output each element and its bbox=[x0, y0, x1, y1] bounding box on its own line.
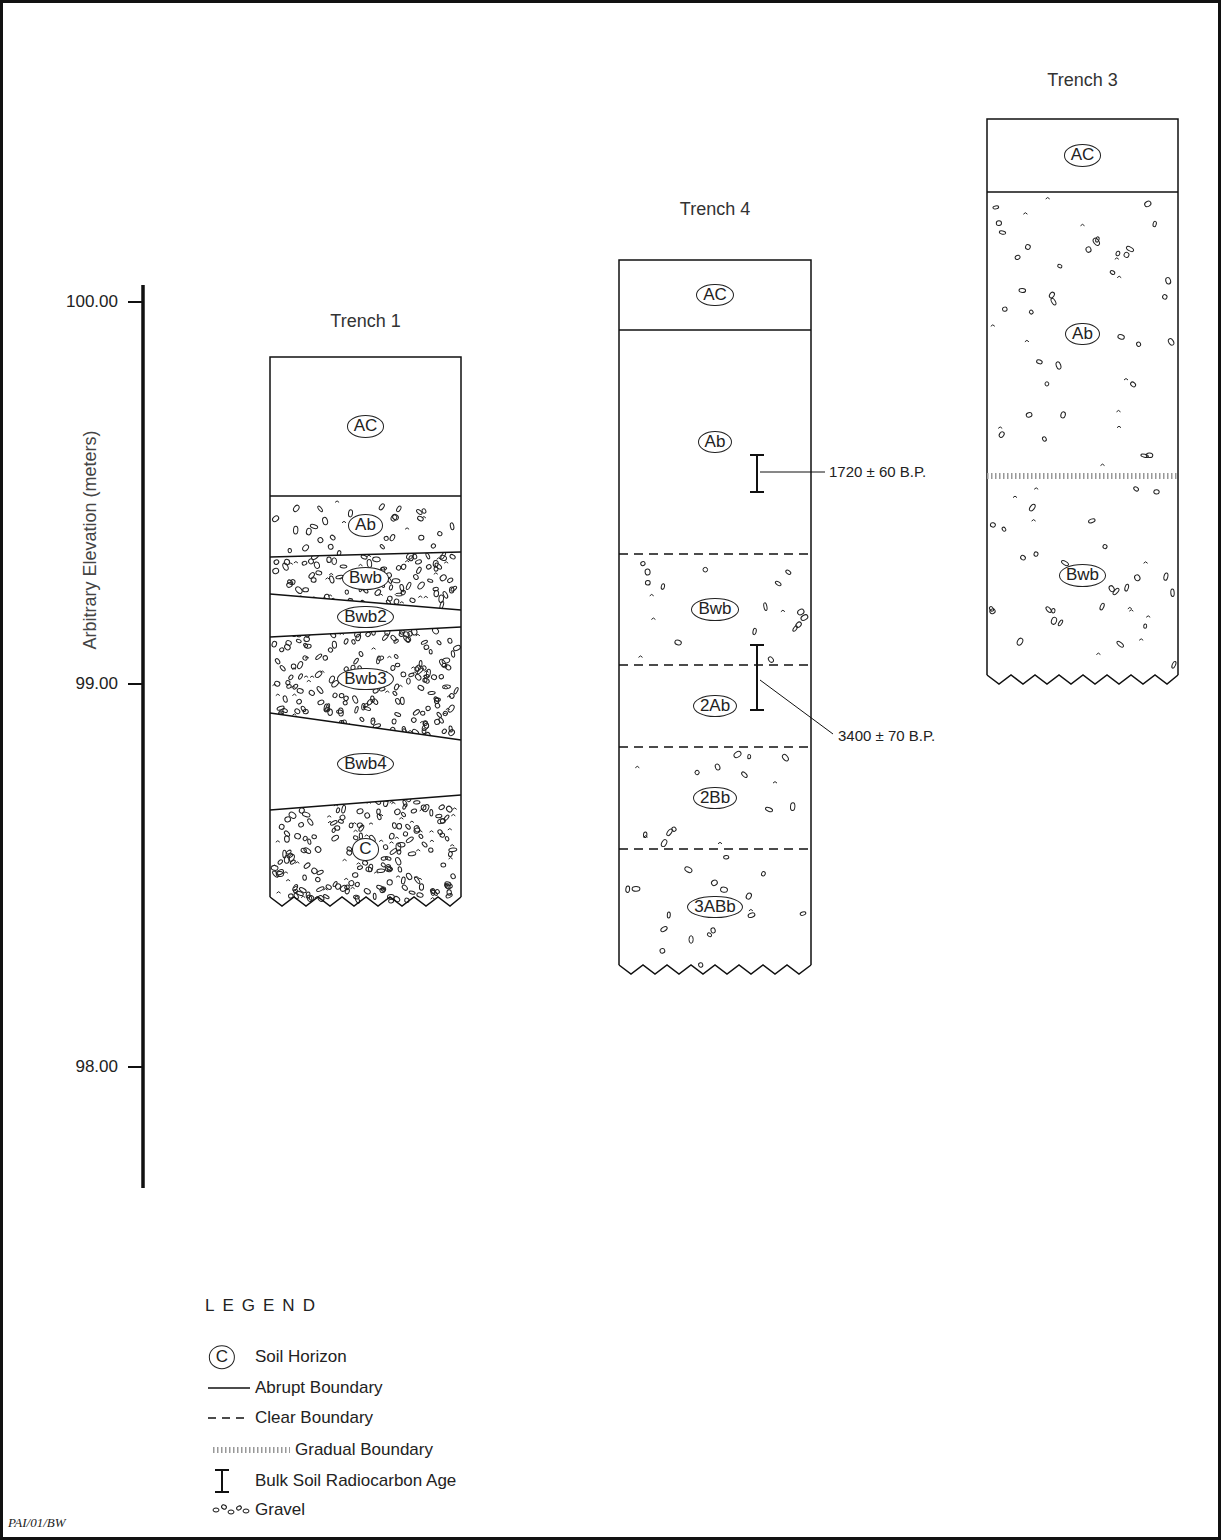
legend-item-wrap: Gradual Boundary bbox=[295, 1440, 433, 1460]
soil-horizon: Bwb bbox=[619, 554, 811, 665]
axis-tick bbox=[128, 301, 143, 303]
radiocarbon-age: 3400 ± 70 B.P. bbox=[838, 727, 935, 744]
axis-title: Arbitrary Elevation (meters) bbox=[80, 430, 101, 649]
horizon-label: Ab bbox=[348, 514, 383, 537]
gradual-boundary bbox=[987, 473, 1178, 479]
legend-text: Clear Boundary bbox=[255, 1408, 373, 1428]
label-wrap: Arbitrary Elevation (meters) bbox=[80, 430, 101, 649]
label-wrap: PAI/01/BW bbox=[8, 1513, 66, 1531]
horizon-label: Bwb2 bbox=[337, 606, 394, 629]
horizon-label: Ab bbox=[1065, 323, 1100, 346]
soil-horizon: Bwb bbox=[987, 476, 1178, 675]
axis-value: 98.00 bbox=[75, 1057, 118, 1077]
label-wrap: 100.00 bbox=[66, 292, 118, 312]
soil-horizon: Bwb2 bbox=[270, 602, 461, 632]
trench-title-wrap: Trench 1 bbox=[230, 311, 501, 332]
trench-column: Trench 1ACAbBwbBwb2Bwb3Bwb4C bbox=[270, 357, 461, 897]
horizon-label: Bwb bbox=[342, 567, 389, 590]
abrupt-boundaries bbox=[270, 192, 1178, 810]
axis-tick bbox=[128, 683, 143, 685]
horizon-label: Bwb3 bbox=[337, 668, 394, 691]
leader-line bbox=[760, 472, 833, 734]
legend-item-wrap: Abrupt Boundary bbox=[255, 1378, 383, 1398]
legend-text: Gravel bbox=[255, 1500, 305, 1520]
axis-tick bbox=[128, 1066, 143, 1068]
label-wrap: 3400 ± 70 B.P. bbox=[838, 727, 935, 745]
horizon-label: Bwb bbox=[691, 598, 738, 621]
soil-horizon: C bbox=[270, 802, 461, 897]
horizon-label: Ab bbox=[698, 431, 733, 454]
soil-horizon: Bwb3 bbox=[270, 632, 461, 726]
soil-horizon: Ab bbox=[270, 496, 461, 555]
trench-column: Trench 3ACAbBwb bbox=[987, 119, 1178, 675]
soil-horizon: AC bbox=[619, 260, 811, 330]
horizon-label: 2Bb bbox=[693, 787, 737, 810]
legend-text: Abrupt Boundary bbox=[255, 1378, 383, 1398]
horizon-label: AC bbox=[1064, 144, 1102, 167]
gravel-fill bbox=[271, 198, 1177, 968]
radiocarbon-age: 1720 ± 60 B.P. bbox=[829, 463, 926, 480]
label-wrap: 98.00 bbox=[75, 1057, 118, 1077]
axis-value: 99.00 bbox=[75, 674, 118, 694]
label-wrap: 1720 ± 60 B.P. bbox=[829, 463, 926, 481]
horizon-label: 3ABb bbox=[687, 896, 743, 919]
horizon-label: AC bbox=[347, 415, 385, 438]
elevation-axis bbox=[141, 285, 145, 1188]
legend-samples bbox=[208, 1388, 290, 1514]
trench-column: Trench 4ACAbBwb2Ab2Bb3ABb bbox=[619, 260, 811, 965]
soil-horizon: Bwb bbox=[270, 555, 461, 602]
soil-horizon: 2Ab bbox=[619, 665, 811, 747]
horizon-label: AC bbox=[696, 284, 734, 307]
trench-title: Trench 4 bbox=[680, 199, 750, 219]
trench-title: Trench 3 bbox=[1047, 70, 1117, 90]
radiocarbon-bracket bbox=[750, 455, 764, 710]
legend-item-wrap: Gravel bbox=[255, 1500, 305, 1520]
figure-code: PAI/01/BW bbox=[8, 1516, 66, 1531]
axis-value: 100.00 bbox=[66, 292, 118, 312]
trench-bottoms bbox=[270, 675, 1178, 974]
soil-horizon: 2Bb bbox=[619, 747, 811, 849]
soil-horizon: AC bbox=[987, 119, 1178, 192]
horizon-label: C bbox=[352, 838, 378, 861]
legend-horizon-symbol: C bbox=[209, 1345, 235, 1369]
soil-horizon: AC bbox=[270, 357, 461, 496]
clear-boundaries bbox=[619, 554, 811, 849]
legend-item-wrap: Soil Horizon bbox=[255, 1347, 347, 1367]
legend-text: Bulk Soil Radiocarbon Age bbox=[255, 1471, 456, 1491]
horizon-label: 2Ab bbox=[693, 695, 737, 718]
trench-title-wrap: Trench 4 bbox=[579, 199, 851, 220]
soil-horizon: Ab bbox=[619, 330, 811, 554]
legend-item-wrap: Clear Boundary bbox=[255, 1408, 373, 1428]
trench-title: Trench 1 bbox=[330, 311, 400, 331]
trench-title-wrap: Trench 3 bbox=[947, 70, 1218, 91]
label-wrap: 99.00 bbox=[75, 674, 118, 694]
label-wrap: C bbox=[209, 1345, 235, 1369]
horizon-label: Bwb bbox=[1059, 564, 1106, 587]
soil-horizon: Bwb4 bbox=[270, 726, 461, 802]
trench-outlines bbox=[270, 119, 1178, 965]
legend-text: Soil Horizon bbox=[255, 1347, 347, 1367]
legend-text: Gradual Boundary bbox=[295, 1440, 433, 1460]
label-wrap: LEGEND bbox=[205, 1296, 323, 1316]
soil-horizon: Ab bbox=[987, 192, 1178, 476]
legend-title: LEGEND bbox=[205, 1296, 323, 1316]
soil-horizon: 3ABb bbox=[619, 849, 811, 965]
legend-item-wrap: Bulk Soil Radiocarbon Age bbox=[255, 1471, 456, 1491]
horizon-label: Bwb4 bbox=[337, 753, 394, 776]
